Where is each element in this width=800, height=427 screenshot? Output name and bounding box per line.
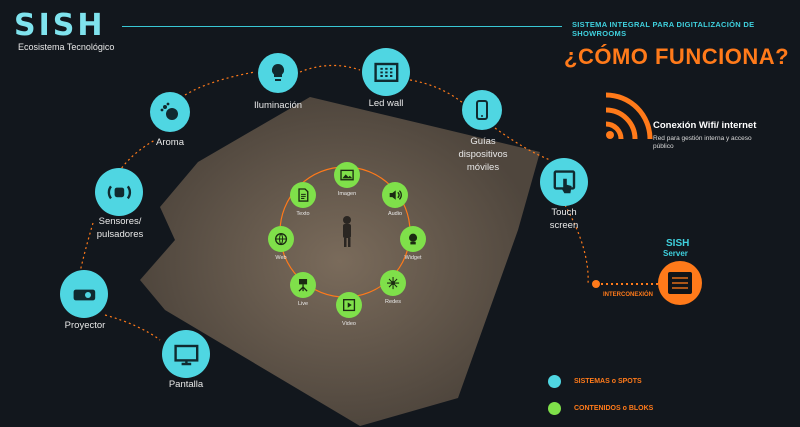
wifi-icon — [605, 92, 653, 140]
monitor-icon — [173, 344, 198, 365]
spot-label-sensores: Sensores/ pulsadores — [96, 216, 144, 240]
blok-label-texto: Texto — [296, 211, 310, 217]
legend-label-bloks: CONTENIDOS o BLOKS — [574, 405, 654, 412]
brand-subtitle: Ecosistema Tecnológico — [18, 42, 115, 52]
spot-label-led-wall: Led wall — [368, 98, 404, 109]
aroma-icon — [160, 102, 178, 120]
blok-label-video: Video — [342, 321, 356, 327]
blok-label-redes: Redes — [385, 299, 401, 305]
visitor-figure — [343, 216, 351, 247]
spot-touch-screen[interactable] — [540, 158, 588, 206]
blok-audio[interactable] — [382, 182, 408, 208]
page-heading: ¿CÓMO FUNCIONA? — [564, 44, 790, 69]
spot-pantalla[interactable] — [162, 330, 210, 378]
bulb-icon — [271, 63, 285, 81]
network-icon — [386, 276, 400, 290]
video-icon — [342, 298, 356, 312]
spot-label-guias-moviles: Guías dispositivos móviles — [458, 136, 508, 173]
spot-connectors — [79, 64, 589, 341]
audio-icon — [389, 190, 402, 200]
server-title: SISH — [666, 238, 690, 249]
header-divider — [122, 26, 562, 27]
blok-widget[interactable] — [400, 226, 426, 252]
blok-texto[interactable] — [290, 182, 316, 208]
blok-redes[interactable] — [380, 270, 406, 296]
spot-aroma[interactable] — [150, 92, 190, 132]
connection-title: Conexión Wifi/ internet — [653, 120, 757, 131]
spot-led-wall[interactable] — [362, 48, 410, 96]
spot-proyector[interactable] — [60, 270, 108, 318]
legend-label-spots: SISTEMAS o SPOTS — [574, 378, 642, 385]
projector-icon — [73, 289, 95, 300]
smartphone-icon — [476, 100, 488, 120]
connection-description: Red para gestión interna y acceso públic… — [653, 135, 752, 151]
legend-dot-bloks — [548, 402, 561, 415]
blok-video[interactable] — [336, 292, 362, 318]
sensor-icon — [107, 185, 131, 199]
image-icon — [340, 169, 354, 181]
blok-imagen[interactable] — [334, 162, 360, 188]
web-icon — [274, 232, 288, 246]
spot-label-pantalla: Pantalla — [168, 379, 204, 390]
led-wall-icon — [373, 62, 398, 82]
interconnection-label: INTERCONEXIÓN — [603, 292, 654, 298]
brand-logo: SISH — [14, 8, 106, 43]
blok-web[interactable] — [268, 226, 294, 252]
blok-label-live: Live — [297, 301, 309, 307]
text-icon — [298, 188, 309, 202]
spot-label-aroma: Aroma — [156, 137, 184, 148]
header-title: SISTEMA INTEGRAL PARA DIGITALIZACIÓN DE … — [572, 20, 755, 38]
blok-label-widget: Widget — [404, 255, 422, 261]
interconnection-dot — [592, 280, 600, 288]
spot-label-proyector: Proyector — [64, 320, 106, 331]
touch-screen-icon — [553, 169, 575, 193]
blok-label-audio: Audio — [387, 211, 403, 217]
spot-label-iluminacion: Iluminación — [253, 100, 303, 111]
live-camera-icon — [298, 278, 308, 292]
blok-label-imagen: Imagen — [337, 191, 357, 197]
legend-dot-spots — [548, 375, 561, 388]
blok-label-web: Web — [275, 255, 287, 261]
blok-live[interactable] — [290, 272, 316, 298]
server-icon — [658, 261, 702, 305]
spot-guias-moviles[interactable] — [462, 90, 502, 130]
spot-sensores[interactable] — [95, 168, 143, 216]
spot-iluminacion[interactable] — [258, 53, 298, 93]
widget-icon — [408, 233, 418, 245]
server-subtitle: Server — [663, 249, 688, 258]
showroom-floor — [140, 97, 540, 426]
spot-label-touch-screen: Touch screen — [549, 207, 579, 231]
